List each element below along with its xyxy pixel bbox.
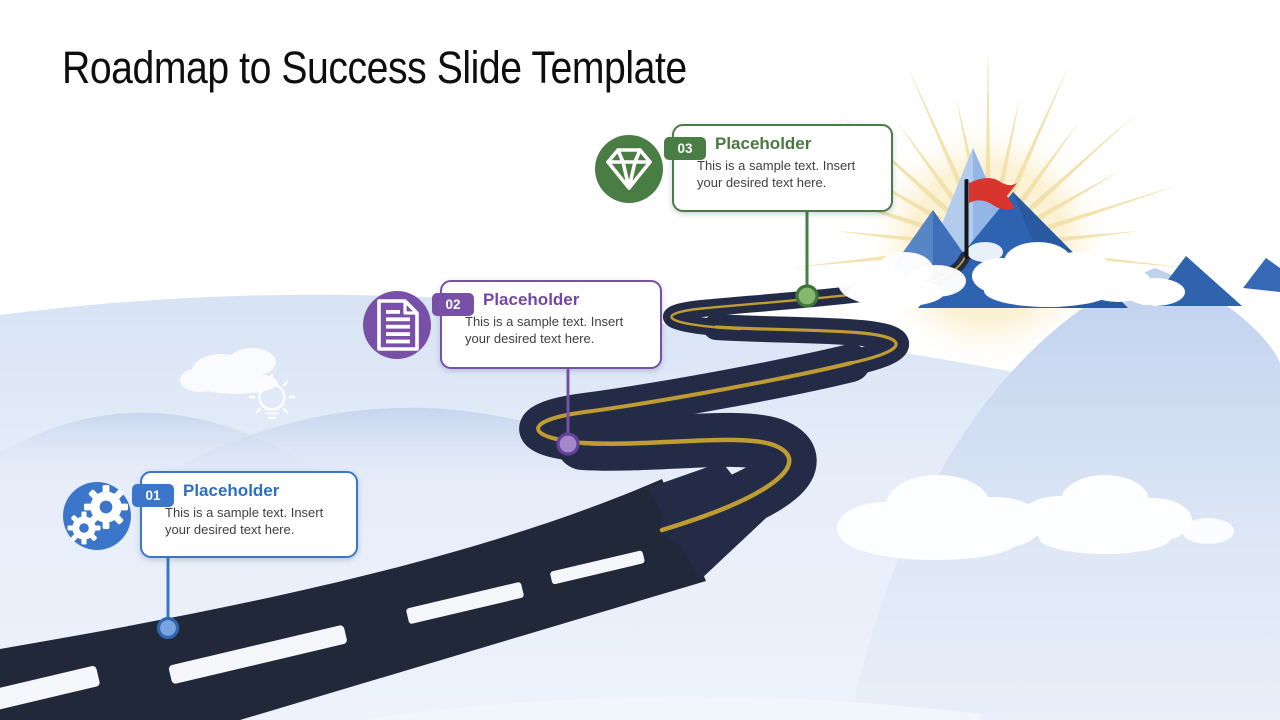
milestone-description: This is a sample text. Insert your desir… [465, 314, 624, 346]
clouds-right [837, 475, 1234, 560]
milestone-callout-03[interactable]: 03 Placeholder This is a sample text. In… [595, 124, 893, 212]
gears-icon [63, 482, 131, 550]
mountain-clouds [838, 242, 1185, 307]
road-dashes [0, 550, 645, 718]
cloud-left [180, 348, 278, 394]
diamond-icon [595, 135, 663, 203]
document-icon [363, 291, 431, 359]
milestone-description: This is a sample text. Insert your desir… [697, 158, 856, 190]
foreground-wave [360, 696, 980, 720]
milestone-description: This is a sample text. Insert your desir… [165, 505, 324, 537]
slide-title[interactable]: Roadmap to Success Slide Template [62, 42, 687, 93]
milestone-connectors [156, 211, 819, 640]
milestone-dot-03[interactable] [795, 284, 819, 308]
milestone-number-badge: 03 [664, 137, 706, 160]
milestone-title: Placeholder [483, 290, 580, 309]
milestone-number-badge: 02 [432, 293, 474, 316]
milestone-title: Placeholder [183, 481, 280, 500]
milestone-callout-02[interactable]: 02 Placeholder This is a sample text. In… [363, 280, 662, 369]
milestone-dot-01[interactable] [156, 616, 180, 640]
road [0, 251, 971, 720]
milestone-callout-01[interactable]: 01 Placeholder This is a sample text. In… [63, 471, 358, 558]
milestone-title: Placeholder [715, 134, 812, 153]
milestone-number-badge: 01 [132, 484, 174, 507]
red-flag-icon [964, 177, 1017, 259]
milestone-dot-02[interactable] [556, 432, 580, 456]
lightbulb-icon [248, 373, 296, 420]
